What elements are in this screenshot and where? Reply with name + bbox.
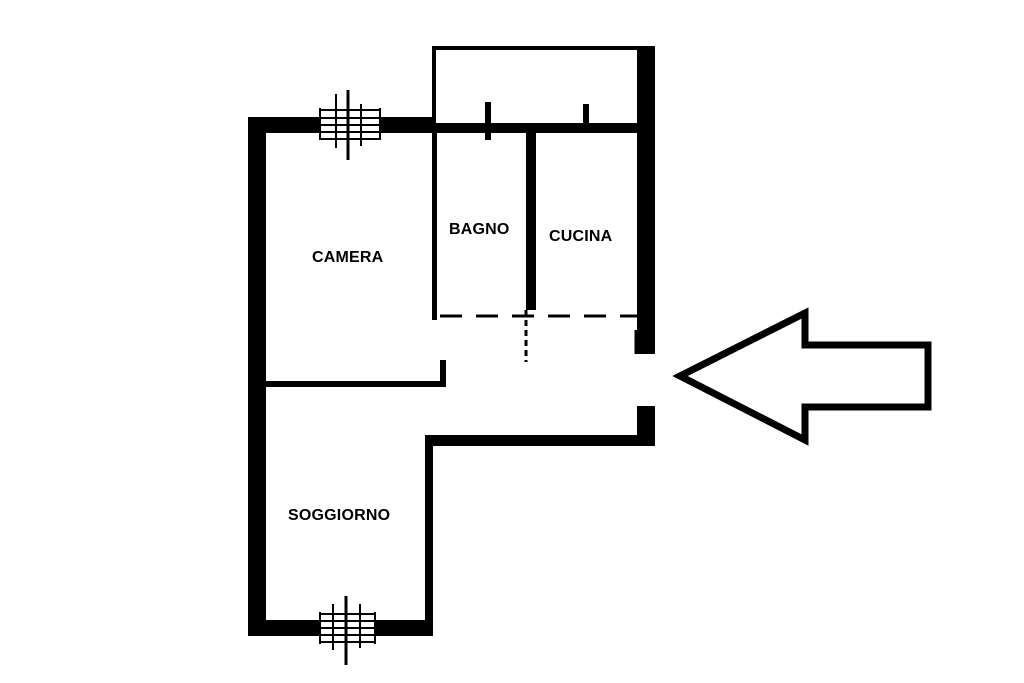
wall-horizontal-step — [425, 435, 655, 446]
window-symbol-icon — [319, 90, 381, 160]
balcony-top — [432, 46, 642, 50]
wall-top-camera-right — [380, 117, 435, 133]
door-stub-bagno — [485, 102, 491, 140]
room-label-cucina: CUCINA — [549, 228, 613, 245]
wall-right-upper — [637, 46, 655, 354]
entrance-arrow-icon — [672, 307, 932, 446]
wall-top-camera-left — [248, 117, 320, 133]
wall-soggiorno-right — [425, 435, 433, 635]
wall-camera-stub — [440, 360, 446, 387]
door-stub-cucina — [583, 104, 589, 130]
balcony-left — [432, 46, 436, 130]
wall-camera-bagno — [432, 130, 437, 320]
window-symbol-icon — [319, 596, 376, 665]
wall-bottom-left — [248, 620, 320, 636]
dashed-lines — [440, 140, 640, 362]
wall-left — [248, 117, 266, 636]
walls — [248, 46, 655, 636]
wall-top-service — [432, 123, 638, 133]
wall-camera-soggiorno — [266, 381, 446, 387]
room-label-camera: CAMERA — [312, 249, 384, 266]
wall-bagno-cucina — [526, 130, 536, 310]
room-label-soggiorno: SOGGIORNO — [288, 507, 391, 524]
room-label-bagno: BAGNO — [449, 221, 510, 238]
wall-bottom-right — [375, 620, 433, 636]
